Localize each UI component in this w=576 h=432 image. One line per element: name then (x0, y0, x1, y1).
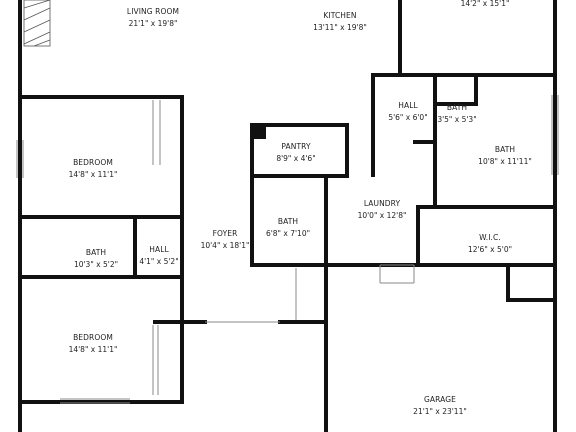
room-name: BATH (446, 103, 468, 112)
room-garage: GARAGE 21'1" x 23'11" (395, 394, 485, 418)
room-laundry: LAUNDRY 10'0" x 12'8" (344, 198, 420, 222)
room-dimensions: 10'8" x 11'11" (478, 157, 532, 166)
room-wic: W.I.C. 12'6" x 5'0" (455, 232, 525, 256)
room-dimensions: 5'6" x 6'0" (388, 113, 428, 122)
room-bath-center: BATH 6'8" x 7'10" (260, 216, 316, 240)
room-dimensions: 10'0" x 12'8" (357, 211, 407, 220)
room-name: BATH (85, 248, 107, 257)
room-dimensions: 10'4" x 18'1" (200, 241, 250, 250)
room-kitchen: KITCHEN 13'11" x 19'8" (290, 10, 390, 34)
room-name: W.I.C. (479, 233, 501, 242)
room-bath-master: BATH 10'8" x 11'11" (470, 144, 540, 168)
room-dimensions: 21'1" x 19'8" (128, 19, 178, 28)
fireplace-icon (23, 0, 51, 47)
room-name: LAUNDRY (363, 199, 401, 208)
room-name: HALL (149, 245, 169, 254)
room-bedroom-1: BEDROOM 14'8" x 11'1" (48, 157, 138, 181)
room-hall-upper: HALL 5'6" x 6'0" (378, 100, 438, 124)
room-dimensions: 3'5" x 5'3" (437, 115, 477, 124)
room-dimensions: 4'1" x 5'2" (139, 257, 179, 266)
room-dimensions: 10'3" x 5'2" (73, 260, 119, 269)
pantry-corner-marker (252, 125, 266, 139)
room-foyer: FOYER 10'4" x 18'1" (195, 228, 255, 252)
room-pantry: PANTRY 8'9" x 4'6" (266, 141, 326, 165)
room-dimensions: 13'11" x 19'8" (313, 23, 367, 32)
room-name: LIVING ROOM (126, 7, 180, 16)
room-name: FOYER (212, 229, 238, 238)
room-name: BEDROOM (73, 333, 113, 342)
room-name: BATH (494, 145, 516, 154)
room-name: BEDROOM (73, 158, 113, 167)
room-bedroom-2: BEDROOM 14'8" x 11'1" (48, 332, 138, 356)
room-hall-left: HALL 4'1" x 5'2" (136, 244, 182, 268)
room-name: KITCHEN (323, 11, 357, 20)
room-dimensions: 6'8" x 7'10" (265, 229, 311, 238)
room-dimensions: 12'6" x 5'0" (467, 245, 513, 254)
room-bath-small: BATH 3'5" x 5'3" (434, 102, 480, 126)
room-name: PANTRY (281, 142, 311, 151)
room-top-right: 14'2" x 15'1" (440, 0, 530, 10)
room-dimensions: 14'8" x 11'1" (68, 345, 118, 354)
room-living: LIVING ROOM 21'1" x 19'8" (98, 6, 208, 30)
room-name: HALL (398, 101, 418, 110)
room-bath-left: BATH 10'3" x 5'2" (66, 247, 126, 271)
room-dimensions: 14'8" x 11'1" (68, 170, 118, 179)
room-name: BATH (277, 217, 299, 226)
room-dimensions: 14'2" x 15'1" (460, 0, 510, 8)
thin-lines (16, 95, 559, 404)
walls (18, 0, 557, 432)
room-dimensions: 21'1" x 23'11" (413, 407, 467, 416)
room-name: GARAGE (424, 395, 456, 404)
room-dimensions: 8'9" x 4'6" (276, 154, 316, 163)
